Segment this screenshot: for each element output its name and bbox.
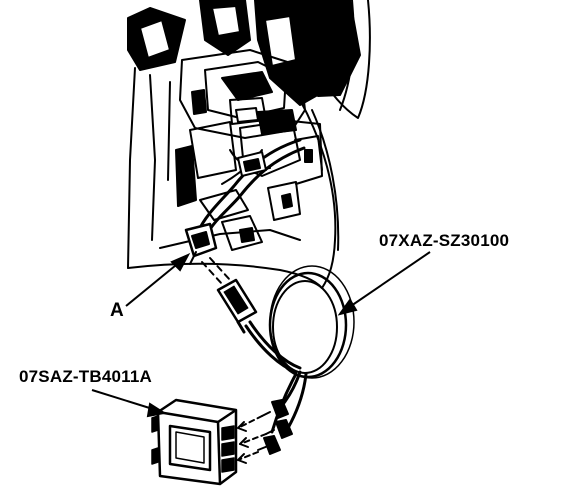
test-box-part-number-label: 07SAZ-TB4011A (19, 367, 152, 386)
leader-line-connector (125, 260, 182, 307)
cable-part-number-label: 07XAZ-SZ30100 (379, 231, 510, 250)
leader-lines (91, 251, 431, 418)
test-box (151, 398, 238, 486)
test-harness-cable (201, 257, 355, 464)
leader-line-box (91, 389, 157, 411)
arrowhead-cable (337, 298, 358, 316)
arrowhead-connector (170, 252, 191, 272)
connector-a-label: A (110, 300, 124, 321)
leader-line-cable (347, 251, 431, 309)
arrowhead-box (146, 402, 167, 418)
vehicle-engine-area (127, 0, 371, 289)
